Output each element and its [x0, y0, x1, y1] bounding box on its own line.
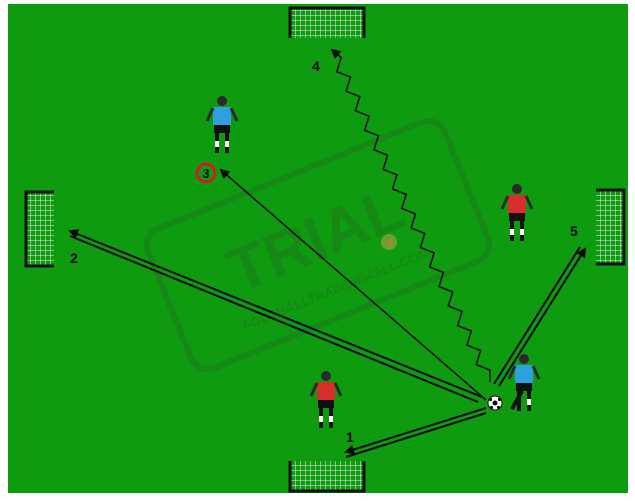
goal-bottom	[290, 461, 364, 491]
pass-label-4: 4	[312, 58, 320, 74]
goal-net-icon	[290, 8, 364, 38]
center-badge-label: 4	[386, 238, 392, 249]
soccer-ball-icon	[488, 396, 502, 410]
center-badge: 4	[381, 234, 397, 250]
goal-left	[26, 192, 54, 266]
goal-net-icon	[290, 461, 364, 491]
pass-label-5: 5	[570, 223, 578, 239]
pass-label-1: 1	[346, 429, 354, 445]
goal-top	[290, 8, 364, 38]
goal-net-icon	[596, 190, 624, 264]
goal-net-icon	[26, 192, 54, 266]
pass-label-3: 3	[202, 166, 209, 181]
goal-right	[596, 190, 624, 264]
pass-label-2: 2	[70, 250, 78, 266]
